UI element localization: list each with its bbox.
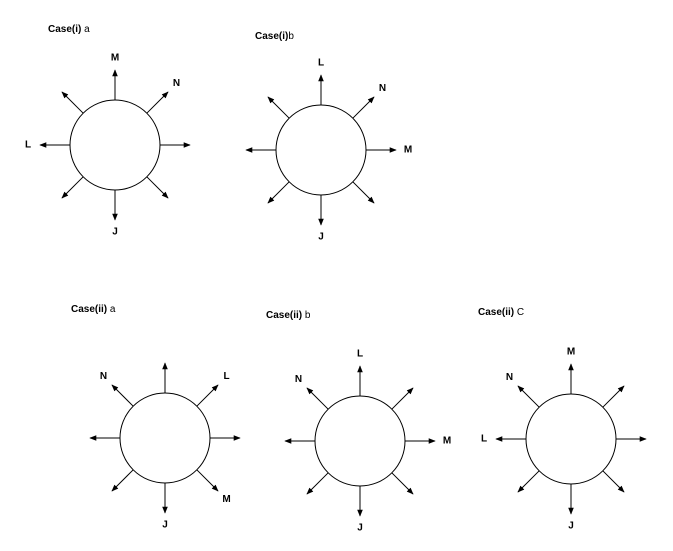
force-arrow-ne — [352, 96, 375, 119]
force-arrow-nw — [61, 91, 84, 114]
case-title-4: Case(ii) b — [266, 310, 310, 321]
case-diagram-5: M J L N — [481, 347, 647, 532]
case-title-4-suffix: b — [302, 310, 311, 321]
force-arrow-sw — [517, 470, 540, 493]
force-arrow-sw — [306, 472, 329, 495]
case-title-3: Case(ii) a — [71, 304, 115, 315]
force-label-m: M — [567, 347, 575, 358]
case-title-3-suffix: a — [107, 304, 116, 315]
force-label-m: M — [111, 53, 119, 64]
force-label-n: N — [295, 374, 302, 385]
force-arrow-ne — [146, 91, 169, 114]
case-diagram-1: M N J L — [25, 53, 191, 238]
case-title-5: Case(ii) C — [478, 307, 524, 318]
force-label-l: L — [481, 434, 487, 445]
body-circle — [119, 392, 211, 484]
force-arrow-nw — [111, 384, 134, 407]
case-title-1-suffix: a — [81, 24, 90, 35]
body-circle — [275, 104, 367, 196]
body-circle — [525, 393, 617, 485]
case-diagram-2: L N M J — [245, 58, 412, 243]
force-arrow-se — [196, 469, 219, 492]
force-label-l: L — [318, 58, 324, 69]
force-label-j: J — [112, 227, 118, 238]
force-arrow-se — [352, 181, 375, 204]
force-label-n: N — [379, 83, 386, 94]
force-label-m: M — [222, 494, 230, 505]
force-arrow-se — [602, 470, 625, 493]
case-diagram-4: L M J N — [284, 349, 451, 534]
force-arrow-sw — [267, 181, 290, 204]
force-arrow-nw — [267, 96, 290, 119]
force-label-j: J — [318, 232, 324, 243]
body-circle — [69, 99, 161, 191]
case-title-1: Case(i) a — [48, 24, 90, 35]
force-label-n: N — [173, 78, 180, 89]
force-label-l: L — [357, 349, 363, 360]
force-arrow-ne — [391, 387, 414, 410]
force-label-j: J — [162, 520, 168, 531]
force-label-m: M — [443, 436, 451, 447]
case-title-4-main: Case(ii) — [266, 310, 303, 321]
force-arrow-sw — [111, 469, 134, 492]
case-title-2-suffix: b — [288, 31, 294, 42]
case-diagram-3: L M J N — [89, 362, 241, 531]
case-title-5-main: Case(ii) — [478, 307, 515, 318]
force-label-n: N — [100, 371, 107, 382]
case-title-5-suffix: C — [514, 307, 525, 318]
force-arrow-se — [146, 176, 169, 199]
force-label-l: L — [223, 371, 229, 382]
force-label-m: M — [404, 145, 412, 156]
case-title-2: Case(i)b — [255, 31, 294, 42]
body-circle — [314, 395, 406, 487]
case-title-2-main: Case(i) — [255, 31, 289, 42]
force-label-n: N — [506, 372, 513, 383]
force-arrow-nw — [306, 387, 329, 410]
force-arrow-se — [391, 472, 414, 495]
force-label-l: L — [25, 140, 31, 151]
force-label-j: J — [568, 521, 574, 532]
force-arrow-ne — [196, 384, 219, 407]
force-label-j: J — [357, 523, 363, 534]
force-arrow-ne — [602, 385, 625, 408]
case-title-3-main: Case(ii) — [71, 304, 108, 315]
force-arrow-nw — [517, 385, 540, 408]
case-title-1-main: Case(i) — [48, 24, 82, 35]
force-arrow-sw — [61, 176, 84, 199]
